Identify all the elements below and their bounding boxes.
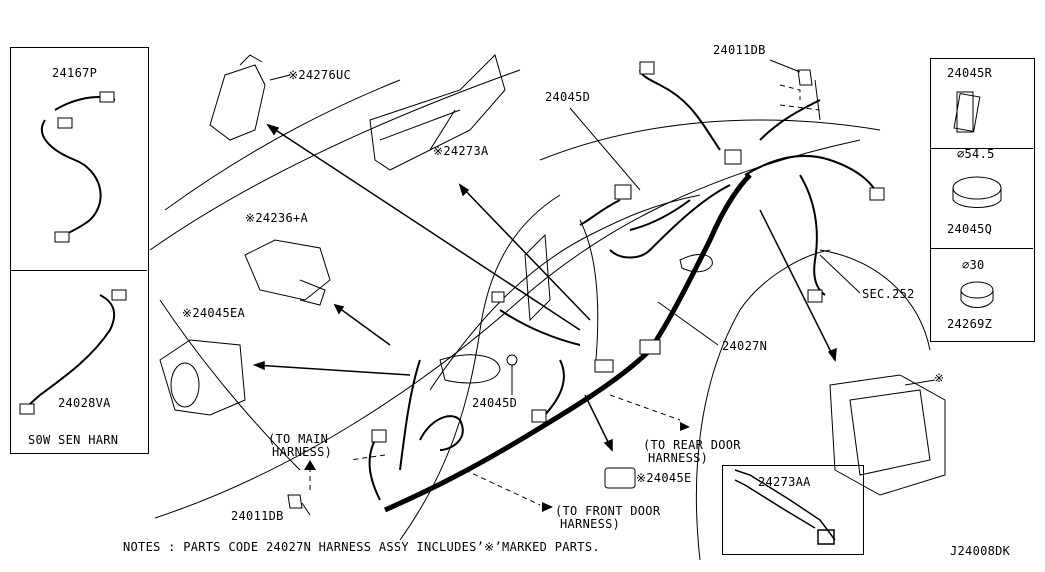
clip-24011db-bottom: [287, 494, 303, 509]
note-to-rear-1: (TO REAR DOOR: [643, 438, 741, 452]
sow-sen-connectors: [19, 91, 127, 415]
callout-24273a: ※24273A: [433, 144, 489, 158]
bracket-24236a: [244, 239, 331, 306]
left-panel-divider: [10, 270, 147, 271]
route-arrows: [304, 422, 690, 512]
harness-connectors: [371, 61, 885, 443]
sow-sen-harn-caption: S0W SEN HARN: [28, 433, 119, 447]
leader-lines: [269, 59, 936, 516]
callout-24045ea: ※24045EA: [182, 306, 246, 320]
callout-24276uc: ※24276UC: [288, 68, 352, 82]
callout-24045d-top: 24045D: [545, 90, 591, 104]
callout-asterisk: ※: [934, 371, 945, 385]
callout-24011db-top: 24011DB: [713, 43, 766, 57]
bracket-24273a: [369, 54, 506, 171]
part-24045q: 24045Q: [947, 222, 993, 236]
clip-24011db-top: [797, 69, 813, 86]
plug-24269z: [960, 281, 994, 308]
car-body-outline: [149, 69, 931, 561]
callout-24045d-mid: 24045D: [472, 396, 518, 410]
callout-24045e: ※24045E: [636, 471, 692, 485]
note-to-front-1: (TO FRONT DOOR: [555, 504, 661, 518]
fuse-block-asterisk: [829, 374, 946, 496]
part-24167p: 24167P: [52, 66, 98, 80]
note-to-main-2: HARNESS): [272, 445, 333, 459]
direction-arrows: [252, 123, 837, 452]
grommet-24045e: [604, 467, 636, 489]
bracket-24273aa: [734, 469, 836, 545]
right-panel: [930, 58, 1035, 342]
inset-24273aa: [722, 465, 864, 555]
note-to-rear-2: HARNESS): [648, 451, 709, 465]
main-harness-trunk: [383, 173, 752, 513]
callout-24236a: ※24236+A: [245, 211, 309, 225]
diameter-30: ⌀30: [962, 258, 985, 272]
clip-24045d: [506, 354, 518, 366]
left-panel: [10, 47, 149, 454]
diameter-54-5: ⌀54.5: [957, 147, 995, 161]
footnote: NOTES : PARTS CODE 24027N HARNESS ASSY I…: [123, 540, 600, 554]
grommet-24045q: [952, 176, 1002, 208]
bracket-24276uc: [209, 54, 266, 141]
grommet-24045ea: [159, 339, 246, 416]
callout-24011db-bottom: 24011DB: [231, 509, 284, 523]
note-to-front-2: HARNESS): [560, 517, 621, 531]
harness-branches: [368, 69, 881, 501]
note-to-main-1: (TO MAIN: [268, 432, 329, 446]
part-24045r: 24045R: [947, 66, 993, 80]
part-24269z: 24269Z: [947, 317, 993, 331]
callout-24273aa: 24273AA: [758, 475, 811, 489]
right-panel-divider-2: [930, 248, 1033, 249]
callout-24027n: 24027N: [722, 339, 768, 353]
sticker-24045r: [953, 91, 981, 133]
right-panel-divider-1: [930, 148, 1033, 149]
callout-sec-252: SEC.252: [862, 287, 915, 301]
diagram-id: J24008DK: [950, 544, 1011, 558]
part-24028va: 24028VA: [58, 396, 111, 410]
